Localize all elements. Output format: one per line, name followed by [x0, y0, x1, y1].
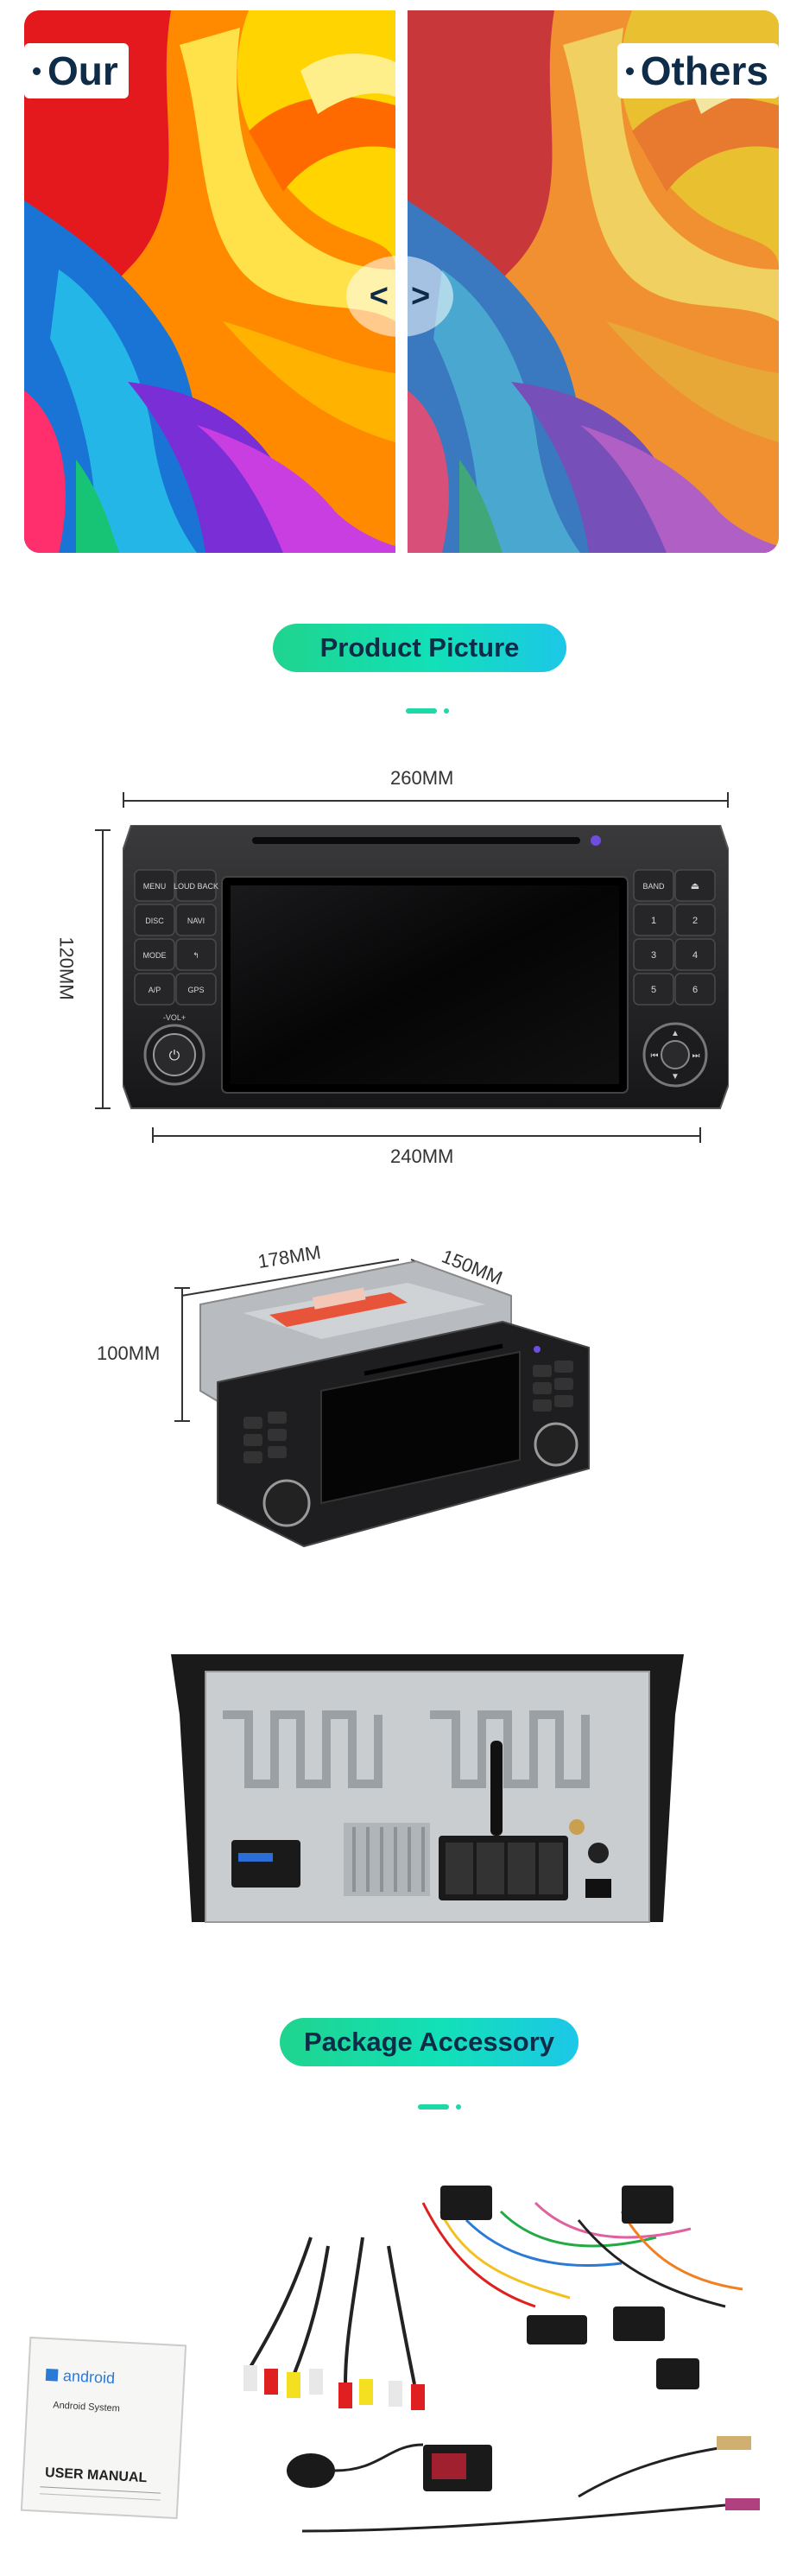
- section-title-text: Package Accessory: [303, 2027, 555, 2057]
- dimension-width-bottom: 240MM: [390, 1145, 454, 1167]
- section-title-product-picture: Product Picture: [273, 624, 566, 672]
- loud-back-button-label: LOUD BACK: [174, 882, 218, 891]
- section-title-package-accessory: Package Accessory: [280, 2018, 579, 2066]
- band-button-label: BAND: [642, 882, 665, 891]
- section-title-text: Product Picture: [319, 632, 520, 663]
- dimension-tick: [174, 1287, 190, 1289]
- chevron-right-icon: >: [411, 277, 431, 314]
- gps-antenna: [287, 2443, 424, 2488]
- up-arrow-icon: ▲: [671, 1029, 680, 1038]
- preset-5-label: 5: [651, 985, 656, 995]
- fakra-connector: [725, 2498, 760, 2510]
- dimension-line: [123, 800, 729, 802]
- dimension-width-top: 260MM: [390, 767, 454, 789]
- manual-subtitle: Android System: [53, 2400, 120, 2414]
- user-manual: android Android System USER MANUAL: [20, 2336, 187, 2520]
- dimension-line: [181, 1287, 183, 1422]
- manual-title: USER MANUAL: [45, 2465, 148, 2485]
- canbus-box: [423, 2445, 492, 2491]
- others-label: Others: [616, 43, 779, 98]
- ap-button-label: A/P: [149, 986, 161, 994]
- power-icon: ⏻: [169, 1049, 180, 1063]
- dimension-tick: [95, 1107, 111, 1109]
- vol-label: -VOL+: [163, 1013, 186, 1022]
- navi-button-label: NAVI: [187, 917, 205, 925]
- antenna-adapter-cable: [301, 2443, 743, 2533]
- dimension-line: [102, 829, 104, 1109]
- dimension-line: [152, 1135, 701, 1137]
- phone-icon: ↰: [193, 951, 199, 960]
- dimension-tick: [699, 1127, 701, 1143]
- our-label: Our: [24, 43, 129, 98]
- compare-slider-handle[interactable]: < >: [346, 256, 453, 337]
- preset-2-label: 2: [692, 916, 698, 926]
- section-divider-decoration: [418, 2104, 463, 2110]
- dimension-tick: [95, 829, 111, 831]
- bullet-icon: [625, 67, 634, 75]
- bullet-icon: [33, 67, 41, 75]
- down-arrow-icon: ▼: [671, 1072, 680, 1082]
- wire-harness: [421, 2201, 743, 2308]
- next-track-icon: ⏭: [692, 1051, 700, 1061]
- car-stereo-angle-view: [199, 1259, 590, 1548]
- paint-swirl-image: [24, 10, 395, 553]
- manual-brand: android: [63, 2367, 116, 2387]
- harness-connectors: [440, 2186, 699, 2389]
- rca-plugs: [243, 2365, 425, 2410]
- preset-6-label: 6: [692, 985, 698, 995]
- gps-button-label: GPS: [187, 986, 204, 994]
- rca-cables: [249, 2237, 416, 2385]
- paint-swirl-image-dull: [408, 10, 779, 553]
- dimension-height: 100MM: [97, 1342, 161, 1364]
- fakra-connector: [717, 2436, 751, 2450]
- prev-track-icon: ⏮: [651, 1051, 659, 1061]
- others-label-text: Others: [640, 48, 768, 93]
- car-stereo-rear-view: [171, 1654, 684, 1923]
- preset-4-label: 4: [692, 950, 698, 961]
- dimension-tick: [123, 792, 124, 808]
- dimension-height-side: 120MM: [55, 936, 78, 1000]
- comparison-banner: Our Others < >: [24, 10, 779, 553]
- eject-icon: ⏏: [691, 881, 699, 891]
- our-image-panel: [24, 10, 395, 553]
- chevron-left-icon: <: [369, 277, 389, 314]
- dimension-tick: [174, 1420, 190, 1422]
- our-label-text: Our: [47, 48, 118, 93]
- accessories-image: android Android System USER MANUAL: [20, 2186, 760, 2533]
- preset-1-label: 1: [651, 916, 656, 926]
- others-image-panel: [408, 10, 779, 553]
- menu-button-label: MENU: [143, 882, 167, 891]
- car-stereo-front-view: MENU LOUD BACK DISC NAVI MODE ↰ A/P GPS …: [123, 825, 729, 1109]
- dimension-tick: [727, 792, 729, 808]
- section-divider-decoration: [406, 708, 451, 714]
- preset-3-label: 3: [651, 950, 656, 961]
- mode-button-label: MODE: [143, 951, 167, 960]
- disc-button-label: DISC: [145, 917, 164, 925]
- dimension-tick: [152, 1127, 154, 1143]
